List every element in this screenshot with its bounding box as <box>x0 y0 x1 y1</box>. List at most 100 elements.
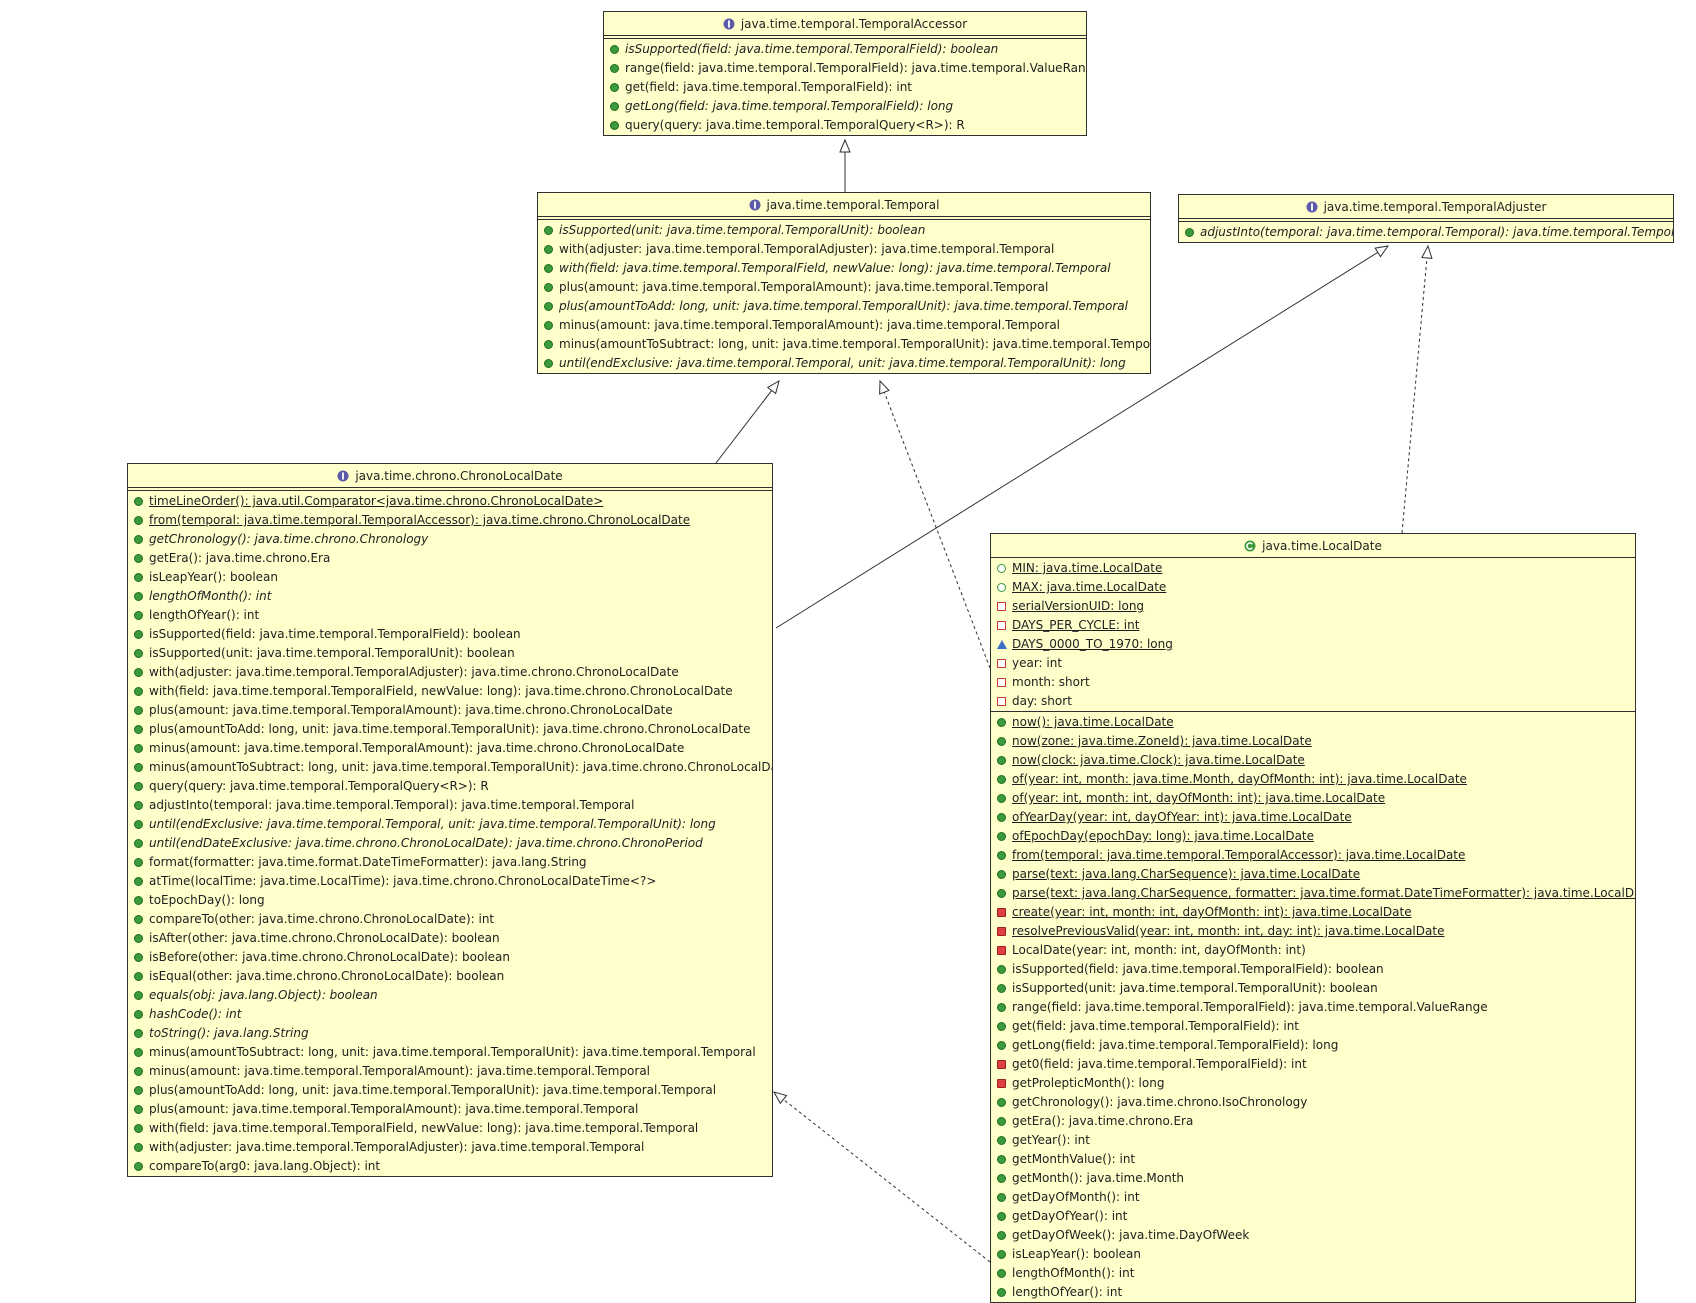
class-method: isSupported(unit: java.time.temporal.Tem… <box>538 221 1150 240</box>
interface-icon <box>723 18 735 29</box>
visibility-public-icon <box>610 121 619 130</box>
class-method: compareTo(other: java.time.chrono.Chrono… <box>128 910 772 929</box>
member-signature: now(clock: java.time.Clock): java.time.L… <box>1012 753 1305 767</box>
class-method: isSupported(unit: java.time.temporal.Tem… <box>991 979 1635 998</box>
member-signature: of(year: int, month: int, dayOfMonth: in… <box>1012 791 1386 805</box>
visibility-public-icon <box>997 1003 1006 1012</box>
visibility-public-icon <box>134 497 143 506</box>
class-method: getChronology(): java.time.chrono.Chrono… <box>128 530 772 549</box>
member-signature: isSupported(field: java.time.temporal.Te… <box>149 627 521 641</box>
class-method: isSupported(field: java.time.temporal.Te… <box>128 625 772 644</box>
class-method: getDayOfWeek(): java.time.DayOfWeek <box>991 1226 1635 1245</box>
visibility-public-icon <box>544 359 553 368</box>
visibility-public-icon <box>134 687 143 696</box>
class-method: isLeapYear(): boolean <box>991 1245 1635 1264</box>
interface-icon <box>337 470 349 481</box>
visibility-private-icon <box>997 678 1006 687</box>
class-method: minus(amountToSubtract: long, unit: java… <box>128 758 772 777</box>
visibility-public-icon <box>134 744 143 753</box>
visibility-package-icon <box>997 640 1007 649</box>
member-signature: serialVersionUID: long <box>1012 599 1145 613</box>
member-signature: getChronology(): java.time.chrono.IsoChr… <box>1012 1095 1308 1109</box>
visibility-public-icon <box>134 725 143 734</box>
member-signature: compareTo(other: java.time.chrono.Chrono… <box>149 912 495 926</box>
class-header: java.time.LocalDate <box>991 534 1635 558</box>
class-name: java.time.temporal.Temporal <box>766 197 940 212</box>
member-signature: getYear(): int <box>1012 1133 1090 1147</box>
visibility-public-icon <box>134 535 143 544</box>
member-signature: isAfter(other: java.time.chrono.ChronoLo… <box>149 931 500 945</box>
visibility-public-icon <box>997 1269 1006 1278</box>
visibility-public-icon <box>997 851 1006 860</box>
visibility-public-icon <box>544 264 553 273</box>
member-signature: with(field: java.time.temporal.TemporalF… <box>149 684 733 698</box>
class-method: until(endExclusive: java.time.temporal.T… <box>538 354 1150 373</box>
class-method: minus(amount: java.time.temporal.Tempora… <box>128 1062 772 1081</box>
member-signature: plus(amountToAdd: long, unit: java.time.… <box>149 1083 717 1097</box>
member-signature: until(endDateExclusive: java.time.chrono… <box>149 836 703 850</box>
member-signature: until(endExclusive: java.time.temporal.T… <box>149 817 716 831</box>
visibility-public-icon <box>134 1048 143 1057</box>
member-signature: getLong(field: java.time.temporal.Tempor… <box>625 99 954 113</box>
class-method: resolvePreviousValid(year: int, month: i… <box>991 922 1635 941</box>
class-method: with(field: java.time.temporal.TemporalF… <box>538 259 1150 278</box>
member-signature: from(temporal: java.time.temporal.Tempor… <box>149 513 691 527</box>
member-signature: parse(text: java.lang.CharSequence): jav… <box>1012 867 1361 881</box>
class-method: getLong(field: java.time.temporal.Tempor… <box>604 97 1086 116</box>
interface-icon <box>749 199 760 210</box>
member-signature: range(field: java.time.temporal.Temporal… <box>625 61 1087 75</box>
visibility-public-icon <box>997 1212 1006 1221</box>
class-field: DAYS_PER_CYCLE: int <box>991 616 1635 635</box>
class-method: of(year: int, month: java.time.Month, da… <box>991 770 1635 789</box>
visibility-private-method-icon <box>997 927 1006 936</box>
empty-fields-compartment <box>604 36 1086 39</box>
member-signature: hashCode(): int <box>149 1007 242 1021</box>
visibility-public-icon <box>134 820 143 829</box>
member-signature: getMonth(): java.time.Month <box>1012 1171 1185 1185</box>
class-field: DAYS_0000_TO_1970: long <box>991 635 1635 654</box>
member-signature: atTime(localTime: java.time.LocalTime): … <box>149 874 657 888</box>
member-signature: isSupported(unit: java.time.temporal.Tem… <box>149 646 515 660</box>
member-signature: ofEpochDay(epochDay: long): java.time.Lo… <box>1012 829 1315 843</box>
member-signature: MIN: java.time.LocalDate <box>1012 561 1163 575</box>
member-signature: format(formatter: java.time.format.DateT… <box>149 855 587 869</box>
visibility-public-icon <box>134 706 143 715</box>
class-method: now(zone: java.time.ZoneId): java.time.L… <box>991 732 1635 751</box>
visibility-public-icon <box>544 226 553 235</box>
class-method: isSupported(field: java.time.temporal.Te… <box>991 960 1635 979</box>
visibility-public-icon <box>134 611 143 620</box>
member-signature: range(field: java.time.temporal.Temporal… <box>1012 1000 1488 1014</box>
member-signature: equals(obj: java.lang.Object): boolean <box>149 988 378 1002</box>
visibility-public-icon <box>997 813 1006 822</box>
temporal-class-box[interactable]: java.time.temporal.Temporal isSupported(u… <box>537 192 1151 374</box>
member-signature: DAYS_PER_CYCLE: int <box>1012 618 1140 632</box>
visibility-public-icon <box>134 1162 143 1171</box>
class-method: range(field: java.time.temporal.Temporal… <box>604 59 1086 78</box>
visibility-public-icon <box>134 649 143 658</box>
class-name: java.time.LocalDate <box>1262 538 1382 553</box>
visibility-public-icon <box>134 1143 143 1152</box>
class-method: isSupported(unit: java.time.temporal.Tem… <box>128 644 772 663</box>
class-method: parse(text: java.lang.CharSequence): jav… <box>991 865 1635 884</box>
member-signature: query(query: java.time.temporal.Temporal… <box>625 118 965 132</box>
member-signature: plus(amount: java.time.temporal.Temporal… <box>559 280 1049 294</box>
member-signature: isBefore(other: java.time.chrono.ChronoL… <box>149 950 511 964</box>
realization-arrow-local-date-to-temporal <box>880 381 991 669</box>
class-method: getYear(): int <box>991 1131 1635 1150</box>
visibility-private-icon <box>997 602 1006 611</box>
class-method: with(adjuster: java.time.temporal.Tempor… <box>538 240 1150 259</box>
visibility-public-icon <box>134 877 143 886</box>
class-method: with(adjuster: java.time.temporal.Tempor… <box>128 1138 772 1157</box>
member-signature: getLong(field: java.time.temporal.Tempor… <box>1012 1038 1339 1052</box>
visibility-public-icon <box>997 965 1006 974</box>
visibility-public-icon <box>134 1086 143 1095</box>
visibility-private-method-icon <box>997 908 1006 917</box>
visibility-public-icon <box>997 756 1006 765</box>
class-method: lengthOfMonth(): int <box>991 1264 1635 1283</box>
member-signature: plus(amountToAdd: long, unit: java.time.… <box>559 299 1128 313</box>
